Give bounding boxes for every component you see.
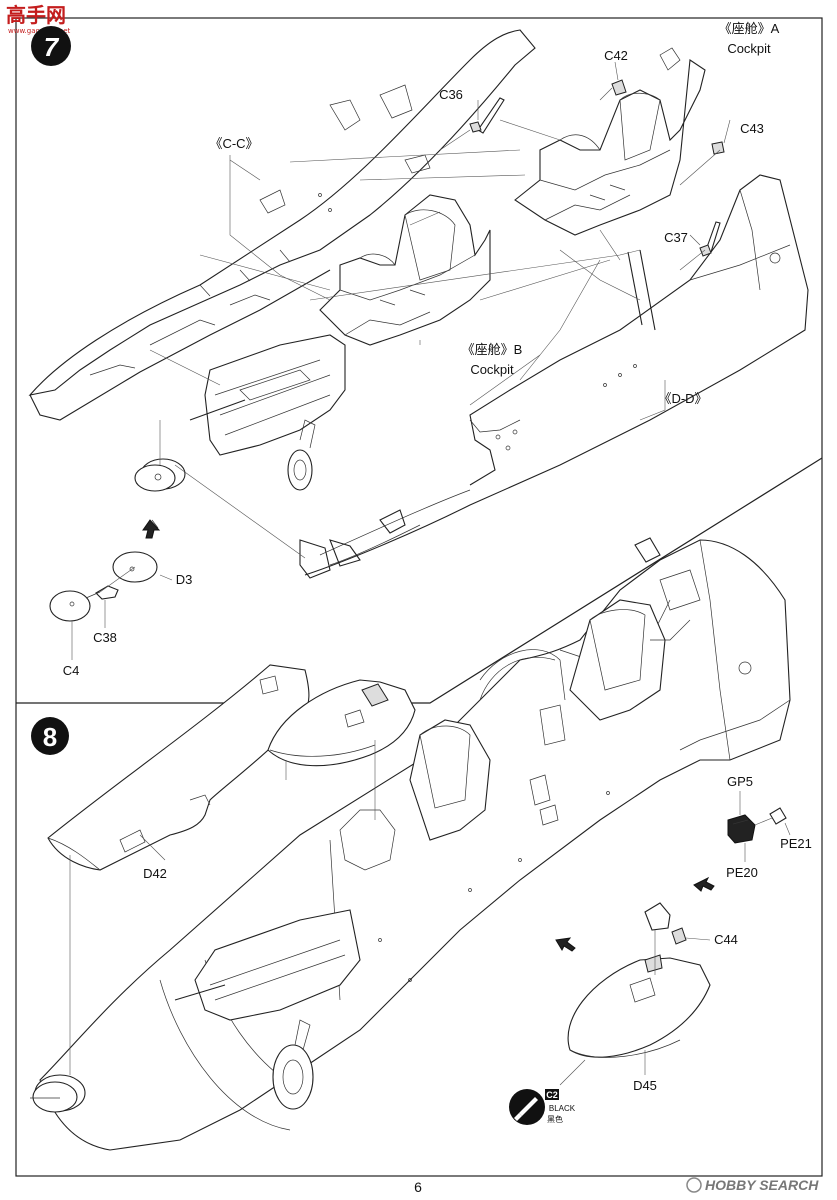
label-view-cc: 《C-C》 xyxy=(209,136,258,151)
nose-tip-step8 xyxy=(30,1074,86,1113)
step-7: 7 xyxy=(28,21,809,678)
step-8: 8 xyxy=(30,537,812,1151)
step-8-leader-lines xyxy=(69,740,791,1086)
page-number: 6 xyxy=(414,1179,422,1195)
arrow-up-left-icon xyxy=(555,937,576,952)
fuselage-assembled xyxy=(39,539,791,1151)
label-cockpit-b-en: Cockpit xyxy=(470,362,514,377)
canopy-d45 xyxy=(567,954,711,1058)
watermark-bottom-right: HOBBY SEARCH xyxy=(686,1177,819,1193)
label-c36: C36 xyxy=(439,87,463,102)
paint-code: C2 xyxy=(546,1090,558,1100)
part-c43 xyxy=(711,141,725,155)
wheel-parts-exploded xyxy=(49,551,158,622)
label-cockpit-a-en: Cockpit xyxy=(727,41,771,56)
part-pe21 xyxy=(769,807,787,825)
gun-bay-gear-step8 xyxy=(174,909,361,1110)
part-c44 xyxy=(671,927,687,945)
seat-headrest-exploded xyxy=(644,902,671,931)
nose-cover-d42 xyxy=(47,664,310,871)
page-border xyxy=(15,17,823,1177)
label-c37: C37 xyxy=(664,230,688,245)
cockpit-tub-b xyxy=(319,194,491,346)
label-d42: D42 xyxy=(143,866,167,881)
step-7-leader-lines xyxy=(71,61,731,660)
label-c42: C42 xyxy=(604,48,628,63)
paint-name-cn: 黑色 xyxy=(547,1114,563,1124)
step-8-badge: 8 xyxy=(31,717,69,755)
arrow-down-left-icon xyxy=(693,876,715,892)
label-c38: C38 xyxy=(93,630,117,645)
label-view-dd: 《D-D》 xyxy=(658,391,707,406)
part-c36 xyxy=(469,97,505,134)
label-c4: C4 xyxy=(63,663,80,678)
label-pe20: PE20 xyxy=(726,865,758,880)
headrest-gp5 xyxy=(727,814,756,844)
step-8-number: 8 xyxy=(43,722,57,752)
label-gp5: GP5 xyxy=(727,774,753,789)
canopy-part xyxy=(267,679,416,767)
assembly-arrow-icon xyxy=(142,519,161,539)
part-c42 xyxy=(611,79,627,96)
cockpit-tub-a xyxy=(514,47,706,236)
label-d3: D3 xyxy=(176,572,193,587)
step-7-badge: 7 xyxy=(31,26,71,66)
paint-callout-c2: C2 BLACK 黑色 xyxy=(509,1089,576,1125)
fuselage-lower-half xyxy=(28,29,809,579)
label-cockpit-b-cn: 《座舱》B xyxy=(462,342,523,357)
part-c37 xyxy=(699,221,721,257)
paint-name-en: BLACK xyxy=(549,1104,576,1113)
label-c43: C43 xyxy=(740,121,764,136)
step-7-number: 7 xyxy=(44,32,60,62)
watermark-bottom-right-text: HOBBY SEARCH xyxy=(705,1177,819,1193)
rear-cockpit-detail xyxy=(569,537,701,721)
label-d45: D45 xyxy=(633,1078,657,1093)
watermark-top-left-text: 高手网 xyxy=(6,3,66,27)
front-cockpit-detail xyxy=(339,649,566,871)
nose-wheel-disc xyxy=(134,458,186,492)
label-pe21: PE21 xyxy=(780,836,812,851)
label-c44: C44 xyxy=(714,932,738,947)
label-cockpit-a-cn: 《座舱》A xyxy=(719,21,780,36)
gun-bay-assembly xyxy=(189,334,346,491)
step-divider xyxy=(16,457,823,704)
